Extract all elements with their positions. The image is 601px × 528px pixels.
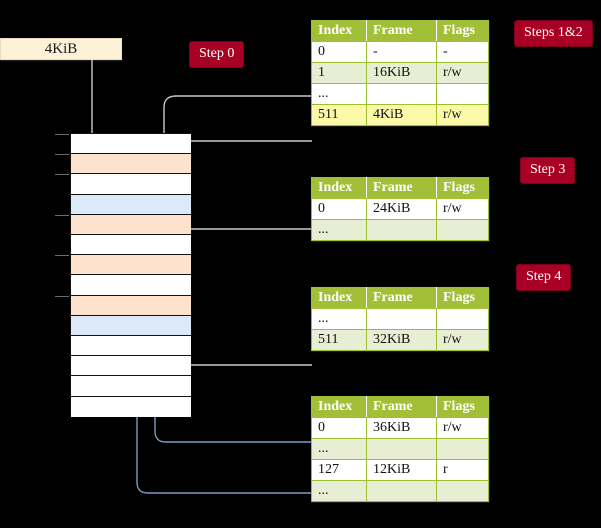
column-header-frame: Frame	[366, 20, 437, 42]
cell-frame	[366, 308, 437, 330]
cell-index: ...	[311, 480, 367, 502]
cell-flags	[436, 308, 489, 330]
cell-index: 0	[311, 198, 367, 220]
column-header-flags: Flags	[436, 396, 489, 418]
cell-frame: 12KiB	[366, 459, 437, 481]
table-row[interactable]: ...	[311, 83, 489, 105]
memory-boundary-tick	[55, 295, 69, 297]
cell-frame	[366, 83, 437, 105]
memory-frame-row[interactable]	[71, 336, 191, 357]
memory-frame-row[interactable]	[71, 194, 191, 215]
memory-frame-row[interactable]	[71, 174, 191, 195]
badge-step-0: Step 0	[189, 41, 245, 68]
column-header-frame: Frame	[366, 177, 437, 199]
table-row[interactable]: 0--	[311, 41, 489, 63]
cell-frame: 16KiB	[366, 62, 437, 84]
memory-frame-row[interactable]	[71, 214, 191, 235]
cell-flags: r/w	[436, 62, 489, 84]
column-header-index: Index	[311, 396, 367, 418]
badge-step-0-label: Step 0	[199, 46, 235, 61]
badge-step-3-label: Step 3	[530, 162, 566, 177]
memory-frame-row[interactable]	[71, 275, 191, 296]
cell-flags	[436, 83, 489, 105]
cell-index: 127	[311, 459, 367, 481]
column-header-flags: Flags	[436, 20, 489, 42]
memory-boundary-tick	[55, 154, 69, 156]
cell-index: 511	[311, 329, 367, 351]
column-header-index: Index	[311, 287, 367, 309]
cell-frame: 24KiB	[366, 198, 437, 220]
cell-flags: r/w	[436, 198, 489, 220]
cell-index: ...	[311, 219, 367, 241]
cell-frame: -	[366, 41, 437, 63]
memory-boundary-tick	[55, 255, 69, 257]
badge-step-4-label: Step 4	[526, 269, 562, 284]
physical-memory-column	[55, 133, 191, 417]
column-header-index: Index	[311, 20, 367, 42]
table-row[interactable]: ...	[311, 308, 489, 330]
cell-index: ...	[311, 308, 367, 330]
cell-flags: -	[436, 41, 489, 63]
cell-flags: r/w	[436, 104, 489, 126]
cell-flags: r	[436, 459, 489, 481]
cell-frame: 32KiB	[366, 329, 437, 351]
memory-frame-row[interactable]	[71, 376, 191, 397]
badge-step-4: Step 4	[516, 264, 572, 291]
table-row[interactable]: ...	[311, 438, 489, 460]
table-row[interactable]: ...	[311, 480, 489, 502]
cell-flags	[436, 219, 489, 241]
memory-frame-row[interactable]	[71, 134, 191, 155]
cell-index: 1	[311, 62, 367, 84]
cell-frame: 4KiB	[366, 104, 437, 126]
column-header-index: Index	[311, 177, 367, 199]
memory-frame-row[interactable]	[71, 154, 191, 175]
memory-frame-row[interactable]	[71, 255, 191, 276]
frame-4kib-label: 4KiB	[44, 40, 78, 57]
cell-index: ...	[311, 438, 367, 460]
memory-frame-row[interactable]	[71, 396, 191, 417]
cell-flags: r/w	[436, 329, 489, 351]
memory-frame-row[interactable]	[71, 356, 191, 377]
memory-boundary-tick	[55, 174, 69, 176]
memory-frame-row[interactable]	[71, 235, 191, 256]
column-header-frame: Frame	[366, 396, 437, 418]
cell-frame: 36KiB	[366, 417, 437, 439]
column-header-flags: Flags	[436, 177, 489, 199]
badge-steps-1-2-label: Steps 1&2	[524, 25, 583, 40]
cell-index: 0	[311, 41, 367, 63]
column-header-flags: Flags	[436, 287, 489, 309]
cell-index: 511	[311, 104, 367, 126]
cell-frame	[366, 480, 437, 502]
cell-flags: r/w	[436, 417, 489, 439]
cell-frame	[366, 438, 437, 460]
memory-frame-row[interactable]	[71, 295, 191, 316]
frame-4kib-box: 4KiB	[0, 38, 122, 60]
memory-boundary-tick	[55, 214, 69, 216]
table-row[interactable]: ...	[311, 219, 489, 241]
cell-flags	[436, 480, 489, 502]
cell-frame	[366, 219, 437, 241]
memory-boundary-tick	[55, 134, 69, 135]
cell-index: 0	[311, 417, 367, 439]
cell-index: ...	[311, 83, 367, 105]
badge-steps-1-2: Steps 1&2	[514, 20, 593, 47]
memory-frame-row[interactable]	[71, 315, 191, 336]
cell-flags	[436, 438, 489, 460]
column-header-frame: Frame	[366, 287, 437, 309]
badge-step-3: Step 3	[520, 157, 576, 184]
